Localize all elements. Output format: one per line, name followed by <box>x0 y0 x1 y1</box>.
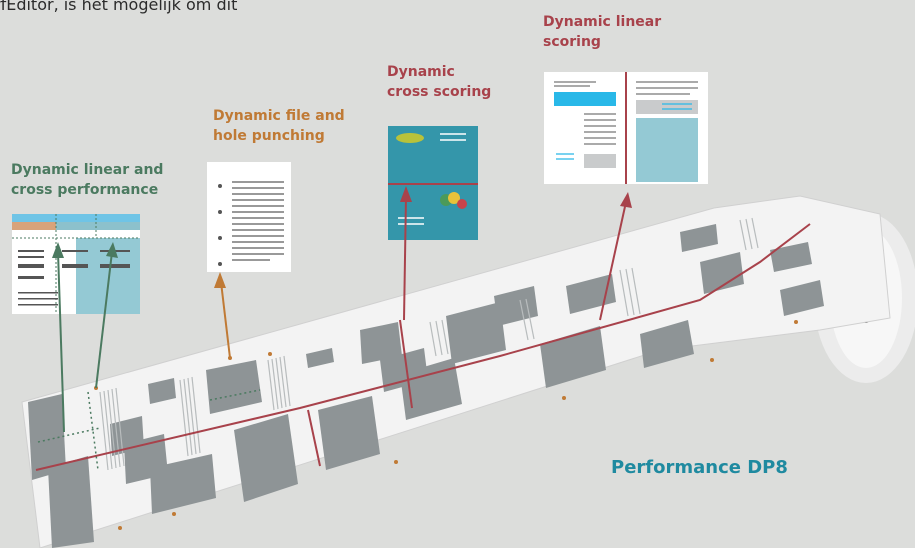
arrow-green-right <box>95 242 118 389</box>
label-line: cross performance <box>11 182 159 198</box>
web-perforation <box>37 389 261 471</box>
arrow-orange <box>214 272 231 359</box>
web-score-line <box>35 223 811 471</box>
label-line: Dynamic <box>387 64 455 80</box>
web-text-lines <box>99 217 759 471</box>
card-linear-scoring <box>544 72 708 184</box>
intro-text: rfEditor, is het mogelijk om dit <box>0 0 238 14</box>
label-line: cross scoring <box>387 84 492 100</box>
card-hole-punch <box>207 162 291 272</box>
label-linear-cross-perforation: Dynamic linear and cross performance <box>11 160 163 200</box>
label-line: Dynamic file and <box>213 108 345 124</box>
arrow-green-left <box>52 242 65 433</box>
diagram-title: Performance DP8 <box>611 457 788 478</box>
label-line: hole punching <box>213 128 325 144</box>
label-linear-scoring: Dynamic linear scoring <box>543 12 661 52</box>
card-cross-scoring <box>388 126 478 240</box>
arrow-red-cross <box>400 186 412 321</box>
label-line: scoring <box>543 34 601 50</box>
web-punch-holes <box>94 320 798 530</box>
label-line: Dynamic linear and <box>11 162 164 178</box>
label-file-hole-punching: Dynamic file and hole punching <box>213 106 345 146</box>
card-perforation <box>12 214 140 314</box>
label-line: Dynamic linear <box>543 14 662 30</box>
label-cross-scoring: Dynamic cross scoring <box>387 62 491 102</box>
arrow-red-linear <box>599 192 632 321</box>
